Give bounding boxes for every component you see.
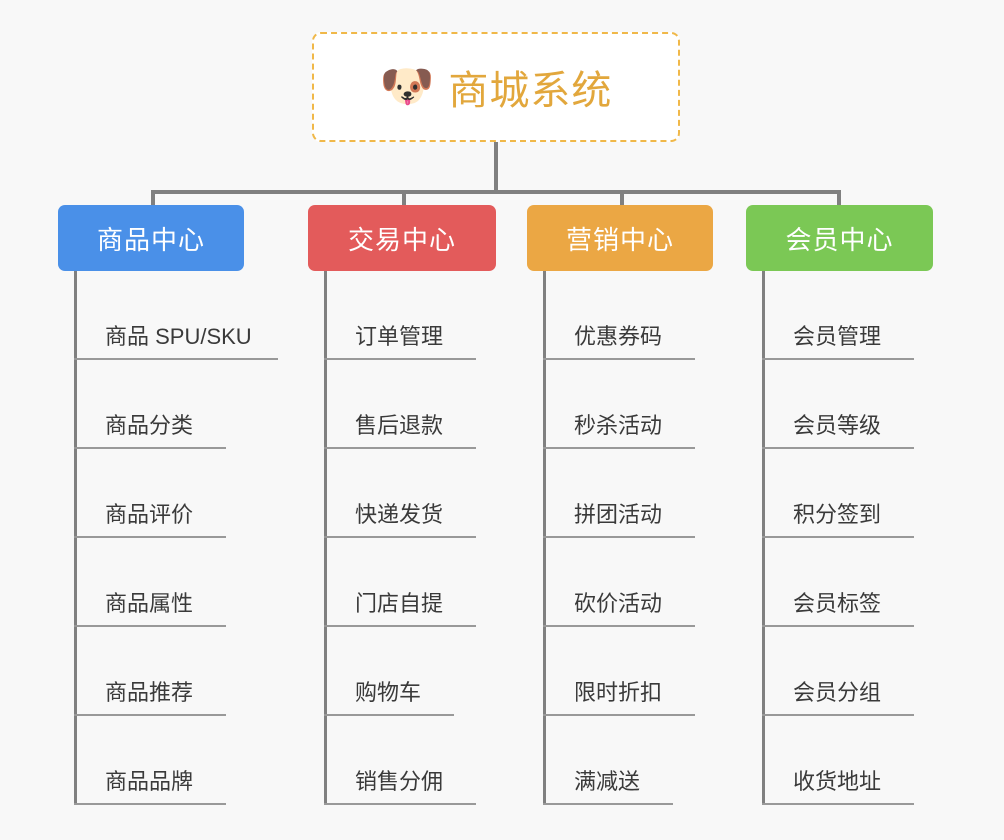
leaf-label: 商品 SPU/SKU <box>105 324 252 349</box>
leaf-underline <box>324 536 476 538</box>
leaf-underline <box>762 536 914 538</box>
leaf-label: 商品属性 <box>105 591 194 616</box>
leaf-underline <box>543 714 695 716</box>
leaf-underline <box>74 536 226 538</box>
category-header-marketing-center[interactable]: 营销中心 <box>527 205 713 271</box>
column-spine <box>324 271 327 805</box>
leaf-underline <box>324 625 476 627</box>
category-header-product-center[interactable]: 商品中心 <box>58 205 244 271</box>
leaf-underline <box>324 358 476 360</box>
leaf-label: 积分签到 <box>793 502 882 527</box>
column-spine <box>762 271 765 805</box>
leaf-underline <box>324 803 476 805</box>
leaf-label: 售后退款 <box>355 413 444 438</box>
leaf-label: 商品分类 <box>105 413 194 438</box>
leaf-underline <box>324 447 476 449</box>
leaf-label: 门店自提 <box>355 591 444 616</box>
category-header-member-center[interactable]: 会员中心 <box>746 205 933 271</box>
leaf-underline <box>543 358 695 360</box>
leaf-underline <box>74 803 226 805</box>
category-header-trade-center[interactable]: 交易中心 <box>308 205 496 271</box>
column-spine <box>543 271 546 805</box>
root-title: 商城系统 <box>448 69 613 113</box>
leaf-label: 商品推荐 <box>105 680 194 705</box>
leaf-label: 商品品牌 <box>105 769 194 794</box>
connector-root-drop <box>494 142 498 192</box>
leaf-label: 购物车 <box>355 680 422 705</box>
leaf-label: 会员标签 <box>793 591 882 616</box>
leaf-label: 满减送 <box>574 769 641 794</box>
leaf-underline <box>762 358 914 360</box>
leaf-underline <box>762 625 914 627</box>
leaf-underline <box>762 803 914 805</box>
leaf-underline <box>74 714 226 716</box>
leaf-label: 会员管理 <box>793 324 882 349</box>
connector-drop-member <box>837 190 841 208</box>
leaf-underline <box>543 803 673 805</box>
leaf-label: 收货地址 <box>793 769 882 794</box>
leaf-label: 秒杀活动 <box>574 413 663 438</box>
leaf-underline <box>543 536 695 538</box>
leaf-underline <box>74 447 226 449</box>
connector-drop-product <box>151 190 155 208</box>
leaf-label: 砍价活动 <box>574 591 663 616</box>
dog-face-icon: 🐶 <box>379 62 435 111</box>
connector-drop-trade <box>402 190 406 208</box>
root-node[interactable]: 🐶 商城系统 <box>312 32 680 142</box>
leaf-underline <box>762 714 914 716</box>
leaf-underline <box>74 625 226 627</box>
leaf-label: 销售分佣 <box>355 769 444 794</box>
connector-drop-marketing <box>620 190 624 208</box>
leaf-label: 优惠券码 <box>574 324 663 349</box>
leaf-underline <box>543 625 695 627</box>
leaf-label: 限时折扣 <box>574 680 663 705</box>
column-spine <box>74 271 77 805</box>
leaf-underline <box>324 714 454 716</box>
leaf-label: 订单管理 <box>355 324 444 349</box>
connector-horizontal-bus <box>151 190 841 194</box>
leaf-label: 快递发货 <box>355 502 444 527</box>
leaf-underline <box>74 358 278 360</box>
leaf-label: 会员分组 <box>793 680 882 705</box>
leaf-label: 拼团活动 <box>574 502 663 527</box>
leaf-underline <box>762 447 914 449</box>
leaf-underline <box>543 447 695 449</box>
leaf-label: 商品评价 <box>105 502 194 527</box>
leaf-label: 会员等级 <box>793 413 882 438</box>
